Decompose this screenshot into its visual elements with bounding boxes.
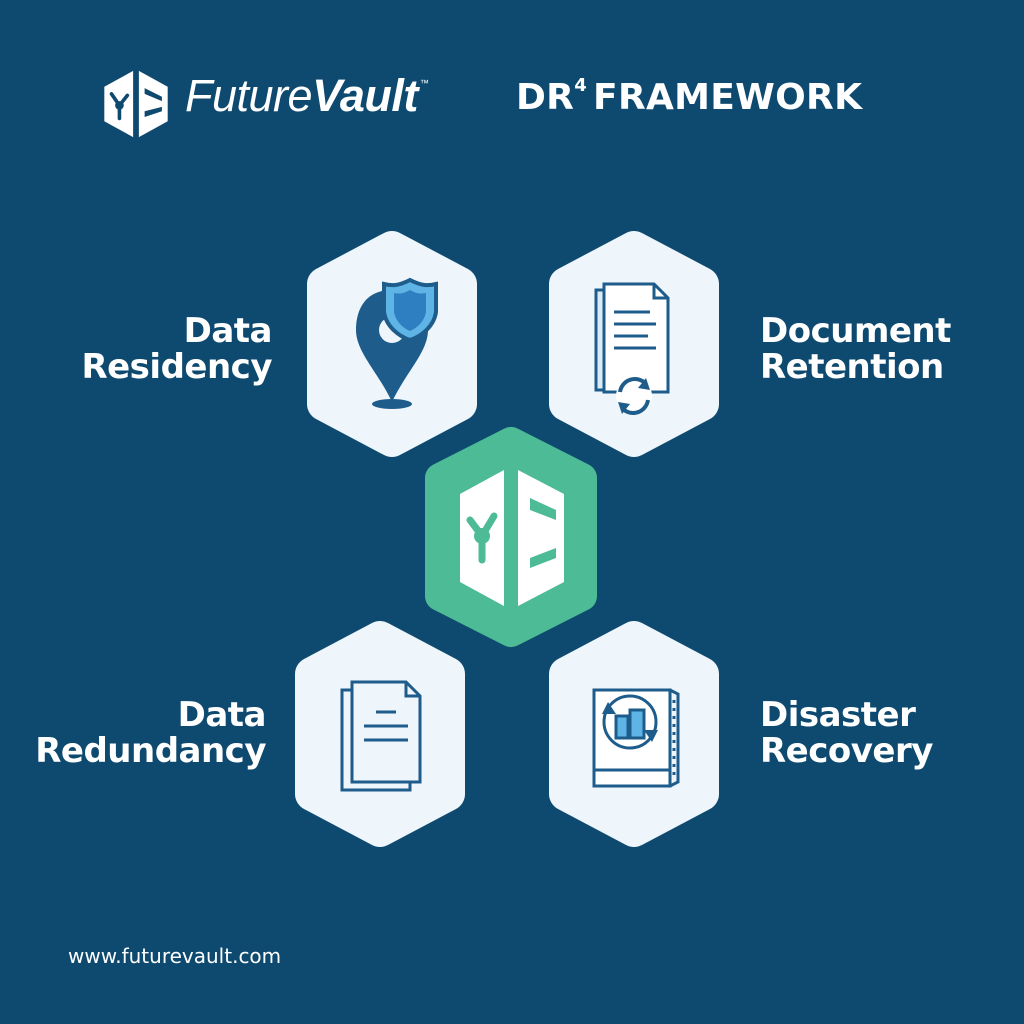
futurevault-logo-icon [104, 70, 168, 138]
document-refresh-icon [594, 282, 670, 415]
location-shield-icon [356, 277, 438, 409]
website-url[interactable]: www.futurevault.com [68, 944, 282, 968]
label-data-residency: Data Residency [81, 311, 272, 387]
documents-copy-icon [340, 680, 422, 792]
recovery-book-icon [592, 688, 680, 788]
label-data-redundancy: Data Redundancy [35, 695, 266, 771]
label-document-retention: Document Retention [760, 311, 951, 387]
label-disaster-recovery: Disaster Recovery [760, 695, 933, 771]
vault-icon [460, 470, 564, 606]
